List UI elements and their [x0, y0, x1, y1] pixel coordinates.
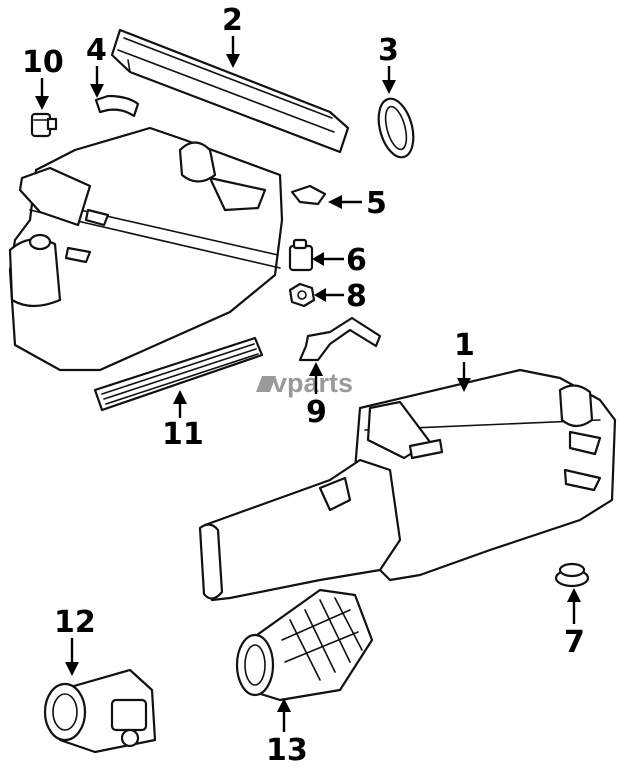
mass-air-flow-sensor [43, 668, 157, 754]
valve [288, 238, 314, 272]
callout-9: 9 [306, 362, 327, 430]
grommet [554, 562, 590, 588]
callout-3: 3 [378, 33, 399, 94]
callout-4: 4 [86, 33, 107, 98]
callout-7: 7 [564, 588, 585, 660]
callout-8-label: 8 [346, 279, 367, 314]
upper-air-cleaner-housing [8, 126, 284, 372]
bracket-clip [290, 184, 327, 206]
callout-4-label: 4 [86, 33, 107, 68]
callout-13-label: 13 [266, 733, 308, 768]
callout-12: 12 [54, 605, 96, 676]
callout-2: 2 [222, 3, 243, 68]
callout-1-label: 1 [454, 328, 475, 363]
intake-hose [235, 588, 374, 702]
callout-12-label: 12 [54, 605, 96, 640]
callout-10: 10 [22, 45, 64, 110]
callout-7-label: 7 [564, 625, 585, 660]
callout-3-label: 3 [378, 33, 399, 68]
seal-ring [377, 97, 415, 159]
callout-5: 5 [328, 186, 387, 221]
mounting-bracket [298, 316, 382, 362]
sensor [30, 112, 58, 138]
callout-13: 13 [266, 698, 308, 768]
callout-10-label: 10 [22, 45, 64, 80]
callout-8: 8 [314, 279, 367, 314]
callout-11-label: 11 [162, 417, 204, 452]
air-filter-element [110, 28, 350, 154]
callout-11: 11 [162, 390, 204, 452]
callout-5-label: 5 [366, 186, 387, 221]
air-cleaner-housing-assembly [198, 368, 617, 602]
callout-6-label: 6 [346, 243, 367, 278]
vparts-logo: vparts [256, 368, 353, 398]
callout-9-label: 9 [306, 395, 327, 430]
retaining-clip [94, 94, 140, 118]
callout-1: 1 [454, 328, 475, 392]
nut [288, 282, 316, 308]
filter-strip [93, 336, 264, 412]
callout-2-label: 2 [222, 3, 243, 38]
callout-6: 6 [312, 243, 367, 278]
